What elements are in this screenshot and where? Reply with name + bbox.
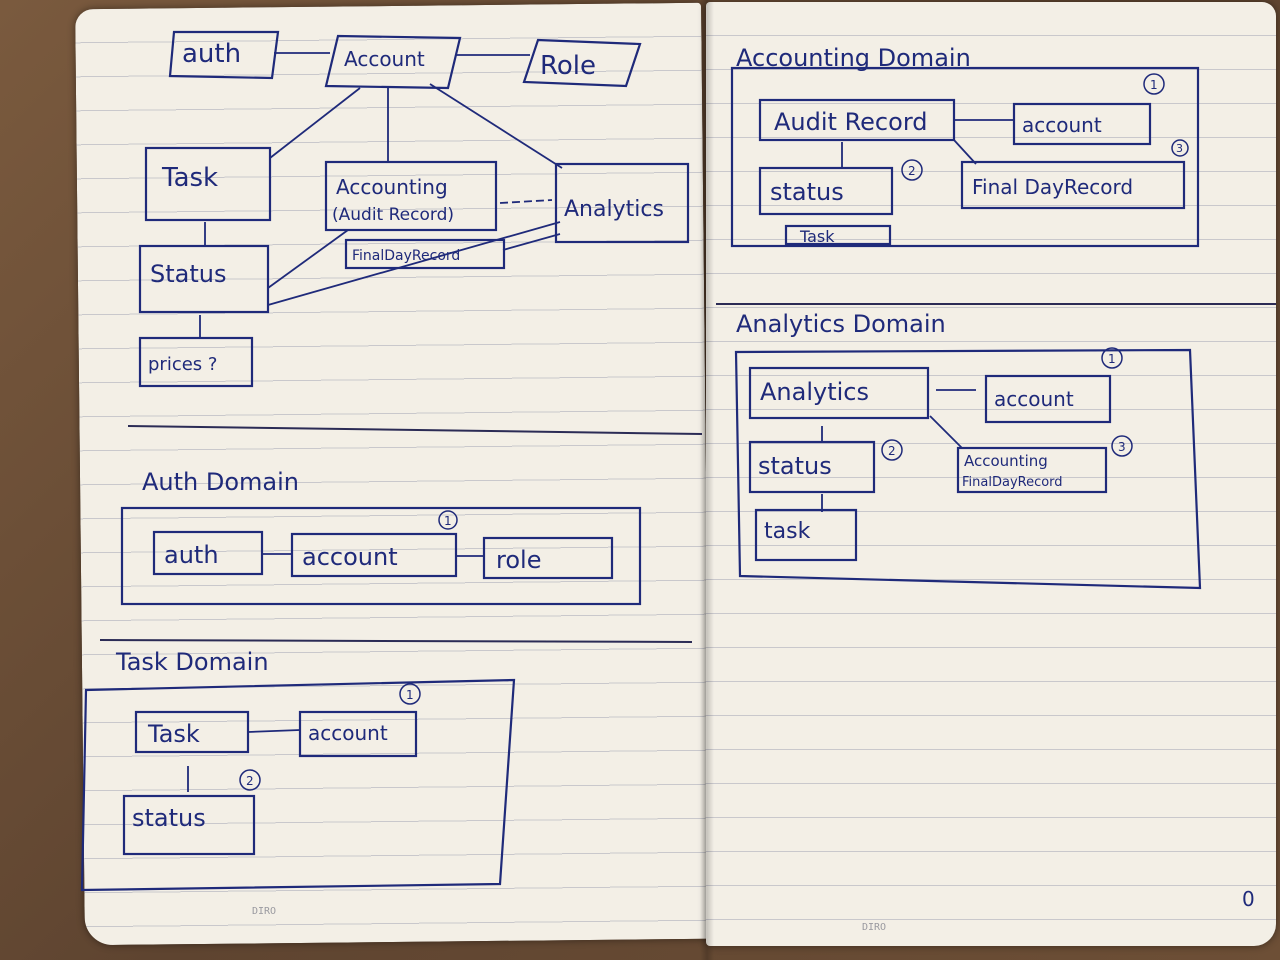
accounting-marker-1-circle (1143, 73, 1165, 95)
accounting-entity-label: Accounting (336, 175, 448, 199)
task-domain-account-box (298, 710, 418, 758)
auth-domain-title: Auth Domain (142, 468, 299, 496)
auth-entity-label: auth (182, 39, 241, 69)
edge-status-accounting (267, 229, 349, 289)
task-domain-status-label: status (132, 804, 206, 832)
edge-account-task (269, 87, 361, 159)
analytics-status-box (748, 440, 876, 494)
accounting-domain-section: Accounting Domain Audit Record account s… (730, 44, 1200, 248)
accounting-edge-finalday (953, 139, 977, 165)
section-divider (127, 425, 703, 435)
auth-domain-marker: 1 (444, 514, 452, 528)
analytics-analytics-label: Analytics (760, 378, 869, 406)
prices-entity-box (138, 336, 254, 388)
analytics-marker-3: 3 (1118, 440, 1126, 454)
analytics-task-box (754, 508, 858, 562)
auth-domain-role-box (482, 536, 614, 580)
task-domain-status-box (122, 794, 256, 856)
analytics-marker-2-circle (881, 439, 903, 461)
accounting-task-label: Task (799, 227, 835, 246)
auth-domain-role-label: role (496, 546, 541, 574)
accounting-entity-box (324, 160, 498, 232)
status-entity-box (138, 244, 270, 314)
accounting-marker-1: 1 (1150, 78, 1158, 92)
role-entity-label: Role (540, 51, 596, 81)
analytics-domain-boundary (734, 348, 1202, 590)
analytics-edge-accounting (929, 415, 963, 449)
accounting-task-box (784, 224, 892, 246)
final-day-record-box (344, 238, 506, 270)
analytics-marker-1: 1 (1108, 352, 1116, 366)
auth-entity-box (168, 30, 280, 80)
auth-domain-boundary (120, 506, 642, 606)
auth-domain-marker-circle (438, 510, 458, 530)
analytics-account-label: account (994, 387, 1074, 411)
auth-domain-auth-label: auth (164, 541, 219, 569)
final-day-record-label: FinalDayRecord (352, 248, 460, 264)
edge-finalday-analytics (502, 233, 561, 251)
analytics-finalday-label: FinalDayRecord (962, 475, 1063, 490)
task-domain-account-label: account (308, 721, 388, 745)
account-entity-label: Account (344, 47, 425, 71)
task-entity-label: Task (161, 163, 218, 193)
task-domain-edge-account (247, 729, 301, 733)
accounting-status-box (758, 166, 894, 216)
analytics-account-box (984, 374, 1112, 424)
status-entity-label: Status (150, 260, 226, 288)
analytics-domain-section: Analytics Domain Analytics account statu… (734, 310, 1202, 590)
accounting-status-label: status (770, 178, 844, 206)
edge-account-analytics (429, 83, 563, 169)
task-domain-marker-1: 1 (406, 688, 414, 702)
accounting-account-box (1012, 102, 1152, 146)
accounting-marker-3-circle (1171, 139, 1189, 157)
task-entity-box (144, 146, 272, 222)
task-domain-section: Task Domain Task account status 1 2 (80, 648, 516, 892)
auth-domain-section: Auth Domain auth account role 1 (120, 468, 642, 606)
accounting-final-day-label: Final DayRecord (972, 175, 1133, 199)
prices-entity-label: prices ? (148, 354, 217, 375)
page-number: 0 (1242, 887, 1255, 911)
accounting-marker-2-circle (901, 159, 923, 181)
analytics-entity-box (554, 162, 690, 244)
accounting-audit-record-label: Audit Record (774, 108, 928, 136)
task-domain-boundary (80, 678, 516, 892)
task-domain-title: Task Domain (115, 648, 269, 676)
analytics-marker-3-circle (1111, 435, 1133, 457)
accounting-domain-boundary (730, 66, 1200, 248)
analytics-marker-1-circle (1101, 347, 1123, 369)
analytics-domain-title: Analytics Domain (736, 310, 946, 338)
auth-domain-account-box (290, 532, 458, 578)
task-domain-marker-1-circle (399, 683, 421, 705)
task-domain-task-label: Task (147, 720, 200, 748)
edge-status-analytics (267, 221, 561, 306)
accounting-final-day-box (960, 160, 1186, 210)
section-divider (99, 639, 693, 643)
task-domain-marker-2-circle (239, 769, 261, 791)
analytics-marker-2: 2 (888, 444, 896, 458)
accounting-marker-2: 2 (908, 164, 916, 178)
auth-domain-auth-box (152, 530, 264, 576)
auth-domain-account-label: account (302, 543, 398, 571)
right-page-footer-mark: DIRO (862, 922, 886, 933)
analytics-accounting-label: Accounting (964, 452, 1048, 470)
task-domain-marker-2: 2 (246, 774, 254, 788)
edge-accounting-analytics-dashed (499, 199, 553, 204)
accounting-marker-3: 3 (1176, 142, 1183, 155)
left-page-footer-mark: DIRO (252, 906, 276, 917)
analytics-task-label: task (764, 519, 811, 544)
analytics-status-label: status (758, 452, 832, 480)
accounting-audit-record-label: (Audit Record) (332, 205, 454, 225)
account-entity-box (324, 34, 462, 90)
right-notebook-page (706, 2, 1276, 946)
analytics-accounting-box (956, 446, 1108, 494)
analytics-analytics-box (748, 366, 930, 420)
analytics-entity-label: Analytics (564, 197, 664, 222)
role-entity-box (522, 38, 642, 88)
notebook-spine (700, 0, 714, 960)
accounting-account-label: account (1022, 113, 1102, 137)
overview-diagram: auth Account Role Task Accounting (Audit… (138, 30, 690, 388)
